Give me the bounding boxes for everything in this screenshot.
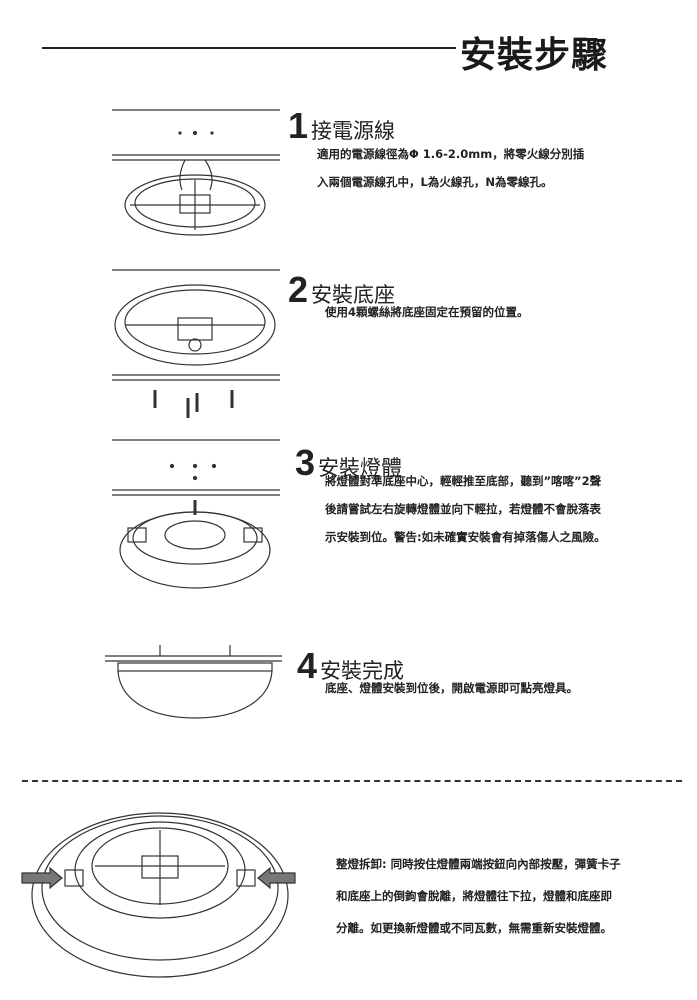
text-line: 使用4顆螺絲將底座固定在預留的位置。: [325, 305, 529, 319]
step-4-text: 底座、燈體安裝到位後，開啟電源即可點亮燈具。: [325, 674, 578, 702]
step-number: 3: [295, 442, 316, 483]
text-line: 和底座上的倒鉤會脫離，將燈體往下拉，燈體和底座即: [336, 889, 612, 903]
step-2-heading: 2 安裝底座: [288, 272, 395, 309]
step4-illustration: [105, 645, 282, 719]
step-4-heading: 4 安裝完成: [297, 648, 404, 685]
step-title: 安裝燈體: [318, 456, 403, 480]
text-line: 示安裝到位。警告:如未確實安裝會有掉落傷人之風險。: [325, 530, 606, 544]
dashed-divider: [22, 780, 682, 782]
text-line: 後請嘗試左右旋轉燈體並向下輕拉，若燈體不會脫落表: [325, 502, 601, 516]
step-number: 2: [288, 269, 309, 310]
text-line: 整燈拆卸: 同時按住燈體兩端按鈕向內部按壓，彈簧卡子: [336, 857, 621, 871]
text-line: 將燈體對準底座中心，輕輕推至底部，聽到”喀喀”2聲: [325, 474, 602, 488]
step-title: 接電源線: [311, 119, 396, 143]
removal-illustration: [21, 812, 296, 978]
step-number: 4: [297, 645, 318, 686]
page-title: 安裝步驟: [460, 35, 609, 76]
text-line: 入兩個電源線孔中，L為火線孔，N為零線孔。: [317, 175, 553, 189]
step-title: 安裝底座: [311, 283, 396, 307]
step-title: 安裝完成: [320, 659, 405, 683]
step-number: 1: [288, 105, 309, 146]
step-1-heading: 1 接電源線: [288, 108, 395, 145]
left-arrow-icon: [21, 866, 63, 890]
step1-illustration: [112, 109, 280, 236]
text-line: 底座、燈體安裝到位後，開啟電源即可點亮燈具。: [325, 681, 578, 695]
step2-illustration: [112, 269, 280, 418]
removal-text: 整燈拆卸: 同時按住燈體兩端按鈕向內部按壓，彈簧卡子 和底座上的倒鉤會脫離，將燈…: [336, 848, 621, 944]
text-line: 適用的電源線徑為Φ 1.6-2.0mm，將零火線分別插: [317, 147, 585, 161]
step-2-text: 使用4顆螺絲將底座固定在預留的位置。: [325, 298, 529, 326]
text-line: 分離。如更換新燈體或不同瓦數，無需重新安裝燈體。: [336, 921, 612, 935]
step-3-heading: 3 安裝燈體: [295, 445, 402, 482]
step-1-text: 適用的電源線徑為Φ 1.6-2.0mm，將零火線分別插 入兩個電源線孔中，L為火…: [317, 140, 584, 196]
right-arrow-icon: [257, 866, 296, 890]
title-rule: [42, 47, 456, 49]
step3-illustration: [112, 439, 280, 589]
step-3-text: 將燈體對準底座中心，輕輕推至底部，聽到”喀喀”2聲 後請嘗試左右旋轉燈體並向下輕…: [325, 467, 606, 551]
